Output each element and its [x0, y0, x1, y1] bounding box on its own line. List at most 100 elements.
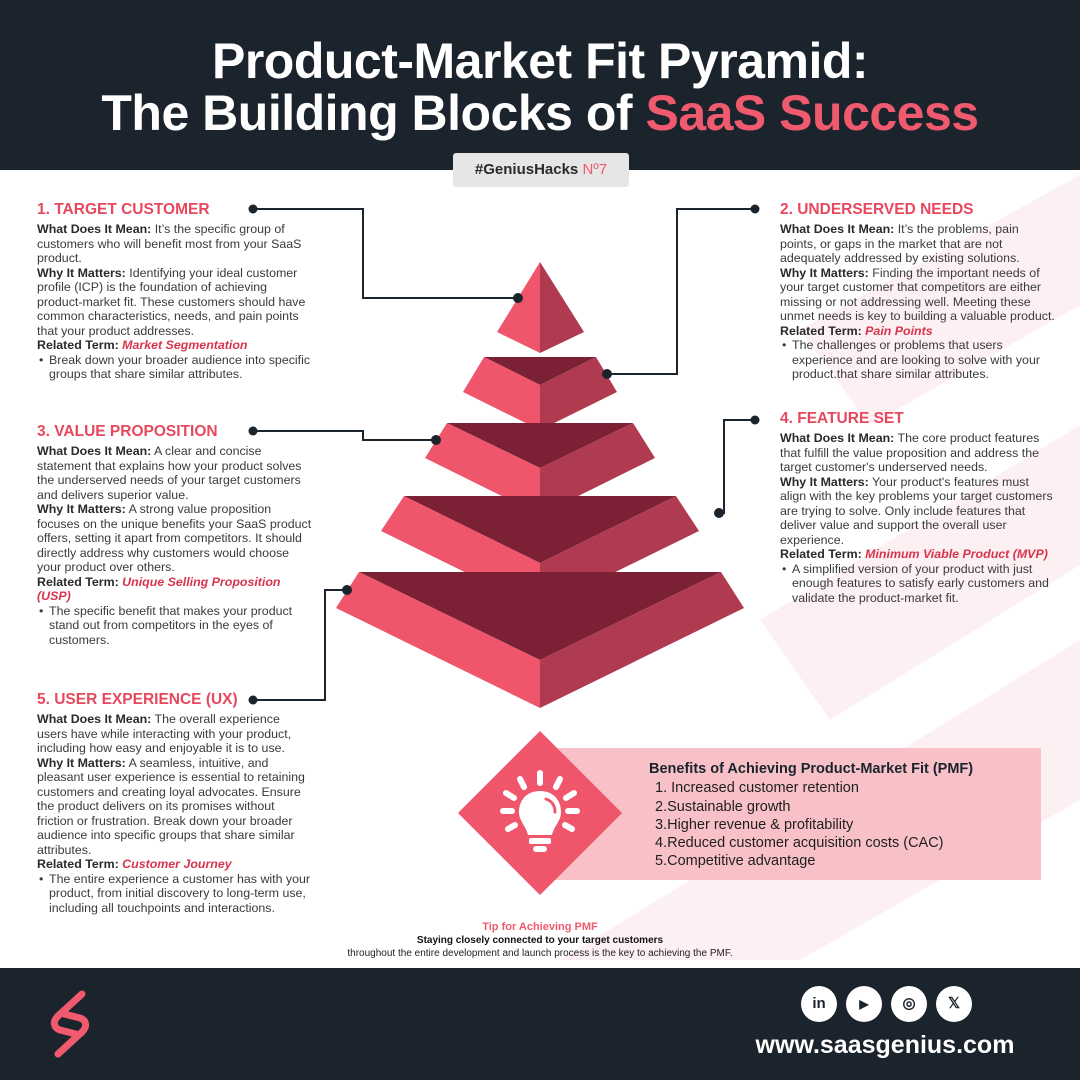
why-it-matters: Why It Matters: Identifying your ideal c… — [37, 266, 312, 339]
benefit-item: 3.Higher revenue & profitability — [655, 816, 854, 833]
related-term-bullet: The specific benefit that makes your pro… — [37, 604, 312, 648]
badge-text: #GeniusHacks — [474, 161, 579, 178]
what-it-means: What Does It Mean: It’s the specific gro… — [37, 222, 312, 266]
lightbulb-icon — [500, 770, 580, 852]
section-value-proposition: 3. VALUE PROPOSITION What Does It Mean: A… — [37, 422, 312, 647]
tip-line1: Staying closely connected to your target… — [416, 935, 664, 946]
related-term-value: Unique Selling Proposition (USP) — [37, 574, 281, 604]
why-label: Why It Matters: — [780, 265, 869, 280]
related-term: Related Term: Market Segmentation — [37, 338, 312, 353]
what-label: What Does It Mean: — [37, 222, 152, 236]
pyramid-tier-1-left — [497, 262, 540, 353]
footer — [0, 968, 1080, 1080]
why-it-matters: Why It Matters: A strong value propositi… — [37, 502, 312, 575]
why-label: Why It Matters: — [37, 265, 126, 280]
instagram-icon[interactable]: ◎ — [891, 986, 927, 1022]
pyramid-tier-1-right — [540, 262, 584, 353]
what-label: What Does It Mean: — [780, 222, 895, 236]
why-it-matters: Why It Matters: A seamless, intuitive, a… — [37, 756, 312, 858]
why-text: Finding the important needs of your targ… — [780, 265, 1055, 324]
section-title: 5. USER EXPERIENCE (UX) — [37, 691, 238, 708]
related-label: Related Term: — [780, 323, 862, 338]
section-title: 3. VALUE PROPOSITION — [37, 423, 218, 440]
related-label: Related Term: — [37, 338, 119, 352]
why-label: Why It Matters: — [37, 755, 126, 770]
why-text: Your product's features must align with … — [780, 474, 1053, 547]
what-text: The overall experience users have while … — [37, 712, 292, 755]
pyramid-tiers — [336, 262, 744, 708]
pyramid-tier-4-top — [404, 496, 676, 563]
badge-number: Nº7 — [582, 161, 608, 178]
section-underserved-needs: 2. UNDERSERVED NEEDS What Does It Mean: I… — [780, 200, 1055, 382]
benefit-item: 5.Competitive advantage — [655, 853, 816, 870]
pyramid-tier-5-top — [359, 572, 721, 660]
related-term-bullet: Break down your broader audience into sp… — [37, 353, 312, 382]
related-term-value: Pain Points — [865, 323, 933, 338]
related-term-value: Minimum Viable Product (MVP) — [865, 547, 1048, 561]
linkedin-icon[interactable]: in — [801, 986, 837, 1022]
related-term: Related Term: Customer Journey — [37, 857, 312, 872]
website-link[interactable]: www.saasgenius.com — [755, 1031, 1015, 1059]
what-label: What Does It Mean: — [37, 444, 152, 458]
related-term-bullet: The challenges or problems that users ex… — [780, 338, 1055, 382]
pyramid-tier-3-right — [540, 423, 655, 515]
related-term-value: Market Segmentation — [122, 338, 248, 352]
pyramid-tier-5-right — [540, 572, 744, 708]
what-it-means: What Does It Mean: The core product feat… — [780, 431, 1055, 475]
what-label: What Does It Mean: — [37, 712, 152, 726]
genius-hacks-badge: #GeniusHacks Nº7 — [453, 153, 629, 187]
benefit-item: 1. Increased customer retention — [655, 780, 859, 797]
tip-line2: throughout the entire development and la… — [347, 948, 733, 959]
connector-2 — [607, 208, 755, 375]
section-title: 4. FEATURE SET — [780, 410, 904, 427]
what-text: The core product features that fulfill t… — [780, 431, 1040, 474]
pyramid-tier-3-left — [425, 423, 540, 515]
benefit-item: 2.Sustainable growth — [655, 798, 791, 815]
what-it-means: What Does It Mean: It’s the problems, pa… — [780, 222, 1055, 266]
why-text: A seamless, intuitive, and pleasant user… — [37, 755, 305, 857]
pyramid-tier-3-top — [447, 423, 633, 468]
pyramid-tier-2-top — [484, 357, 596, 385]
related-term: Related Term: Minimum Viable Product (MV… — [780, 547, 1055, 562]
related-term-bullet: The entire experience a customer has wit… — [37, 872, 312, 916]
section-target-customer: 1. TARGET CUSTOMER What Does It Mean: It’… — [37, 200, 312, 382]
what-it-means: What Does It Mean: A clear and concise s… — [37, 444, 312, 502]
connector-3 — [253, 430, 436, 441]
connector-4 — [719, 419, 755, 514]
section-user-experience: 5. USER EXPERIENCE (UX) What Does It Mean… — [37, 690, 312, 915]
related-label: Related Term: — [37, 574, 119, 589]
title-accent: SaaS Success — [645, 85, 979, 141]
header-banner — [0, 0, 1080, 170]
benefit-item: 4.Reduced customer acquisition costs (CA… — [655, 835, 944, 852]
related-term-bullet: A simplified version of your product wit… — [780, 562, 1055, 606]
pyramid-tier-5-left — [336, 572, 540, 708]
benefits-panel: Benefits of Achieving Product-Market Fit… — [545, 748, 1041, 880]
related-label: Related Term: — [37, 857, 119, 871]
section-title: 2. UNDERSERVED NEEDS — [780, 201, 974, 218]
title-prefix: The Building Blocks of — [101, 85, 646, 141]
page-title-line2: The Building Blocks of SaaS Success — [0, 86, 1080, 140]
what-label: What Does It Mean: — [780, 431, 895, 445]
pyramid-tier-2-left — [463, 357, 540, 430]
youtube-icon[interactable]: ▶ — [846, 986, 882, 1022]
connector-dots — [248, 204, 760, 705]
related-label: Related Term: — [780, 547, 862, 561]
section-title: 1. TARGET CUSTOMER — [37, 201, 210, 218]
what-text: A clear and concise statement that expla… — [37, 444, 302, 502]
why-label: Why It Matters: — [37, 502, 126, 516]
connector-1 — [253, 208, 518, 299]
what-it-means: What Does It Mean: The overall experienc… — [37, 712, 312, 756]
what-text: It’s the problems, pain points, or gaps … — [780, 222, 1020, 265]
related-term: Related Term: Pain Points — [780, 324, 1055, 339]
pyramid-tier-2-right — [540, 357, 617, 430]
connector-5 — [253, 589, 347, 701]
why-text: Identifying your ideal customer profile … — [37, 265, 306, 338]
related-term-value: Customer Journey — [122, 857, 232, 871]
what-text: It’s the specific group of customers who… — [37, 222, 302, 265]
tip-title: Tip for Achieving PMF — [482, 921, 598, 933]
pyramid-diagram — [248, 204, 760, 708]
x-twitter-icon[interactable]: 𝕏 — [936, 986, 972, 1022]
page-title-line1: Product-Market Fit Pyramid: — [211, 33, 869, 89]
why-label: Why It Matters: — [780, 474, 869, 489]
why-text: A strong value proposition focuses on th… — [37, 502, 312, 574]
